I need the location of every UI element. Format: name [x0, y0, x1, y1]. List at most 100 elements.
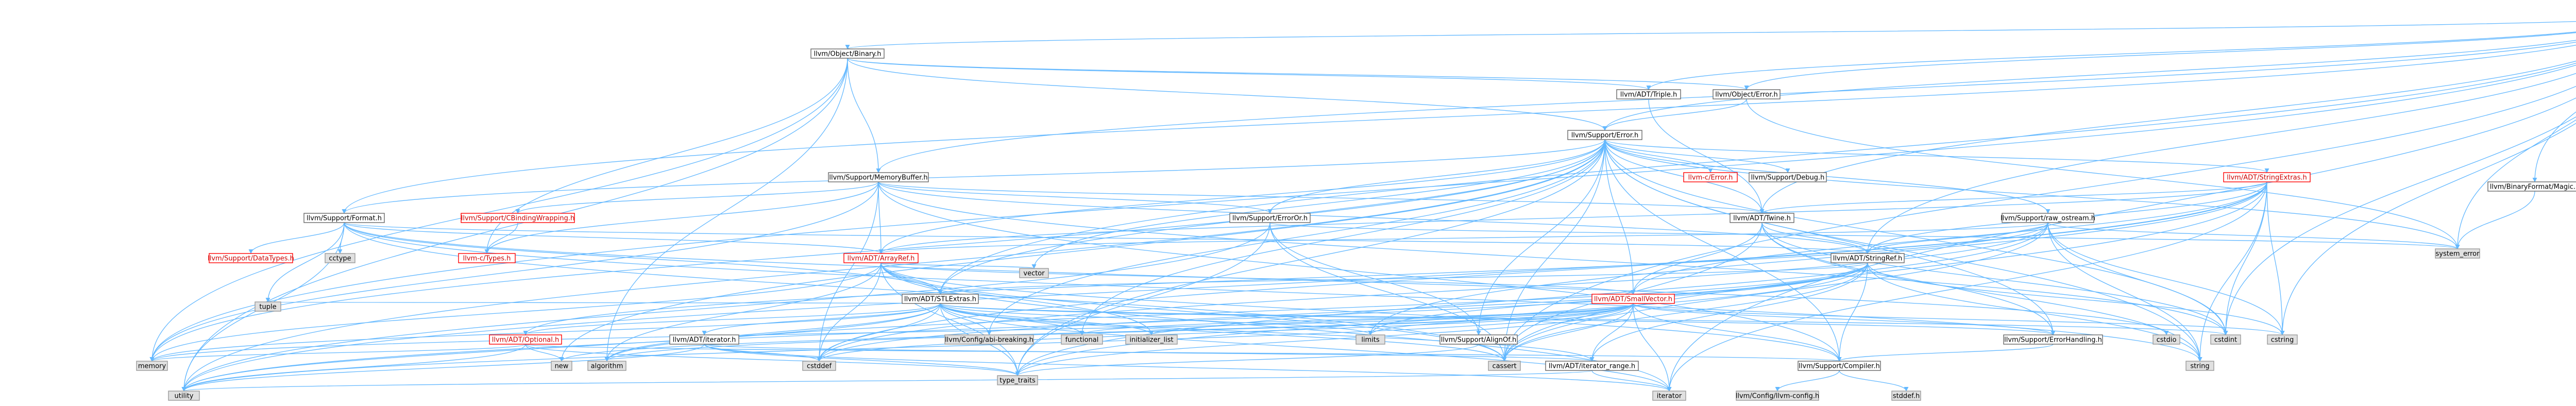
edge-stringextras-to-cstddef — [817, 181, 2267, 362]
edge-optional-to-utility — [181, 344, 526, 392]
edge-binary-to-utility — [181, 58, 848, 392]
node-functional-label: functional — [1065, 336, 1099, 344]
node-triple[interactable]: llvm/ADT/Triple.h — [1616, 89, 1681, 99]
edge-stringextras-to-cstring — [2266, 181, 2285, 335]
edge-smallvector-to-errorhandling — [1633, 303, 2056, 335]
edge-smallvector-to-initlist — [1149, 303, 1634, 335]
edge-format-to-cassert — [344, 222, 1507, 362]
node-rawostream-box — [2002, 213, 2094, 223]
node-iterrange[interactable]: llvm/ADT/iterator_range.h — [1545, 361, 1639, 371]
edge-memorybuffer-to-compiler — [878, 181, 1842, 362]
node-memorybuffer[interactable]: llvm/Support/MemoryBuffer.h — [828, 172, 929, 182]
nodes-layer: include/llvm/Object/SymbolicFile.hcintty… — [136, 48, 2576, 401]
node-cassert-label: cassert — [1492, 363, 1516, 370]
node-objerror[interactable]: llvm/Object/Error.h — [1713, 89, 1781, 99]
edge-error-to-cstdint — [1604, 139, 2228, 335]
edge-error-to-cerror — [1604, 139, 1713, 173]
edge-memorybuffer-to-errorore — [878, 181, 1273, 214]
node-format[interactable]: llvm/Support/Format.h — [303, 213, 385, 223]
edge-smallvector-to-functional — [1079, 303, 1634, 335]
node-optional-label: llvm/ADT/Optional.h — [492, 336, 560, 344]
node-stringextras-label: llvm/ADT/StringExtras.h — [2227, 174, 2307, 182]
edge-binary-to-triple — [847, 58, 1651, 90]
edge-arrayref-to-cstddef — [817, 262, 882, 362]
edge-smallvector-to-iteratorstd — [1633, 303, 1672, 392]
node-cerror-label: llvm-c/Error.h — [1688, 174, 1733, 182]
node-compiler[interactable]: llvm/Support/Compiler.h — [1798, 361, 1881, 371]
node-optional[interactable]: llvm/ADT/Optional.h — [489, 334, 562, 345]
node-binmagic[interactable]: llvm/BinaryFormat/Magic.h — [2487, 181, 2576, 192]
node-smallvector[interactable]: llvm/ADT/SmallVector.h — [1591, 294, 1675, 304]
edge-arrayref-to-compiler — [880, 262, 1842, 362]
node-llvmconfig-box — [1736, 391, 1819, 401]
node-error[interactable]: llvm/Support/Error.h — [1567, 130, 1642, 140]
node-stringref-box — [1831, 253, 1905, 263]
edge-error-to-utility — [181, 139, 1605, 392]
node-debug[interactable]: llvm/Support/Debug.h — [1749, 172, 1827, 182]
node-arrayref[interactable]: llvm/ADT/ArrayRef.h — [843, 253, 919, 263]
edge-format-to-string — [344, 222, 2202, 362]
node-new-box — [551, 361, 572, 371]
node-errorore[interactable]: llvm/Support/ErrorOr.h — [1229, 213, 1311, 223]
edge-smallvector-to-compiler — [1633, 303, 1842, 362]
edge-memorybuffer-to-stringref — [878, 181, 1870, 254]
node-typetraits-label: type_traits — [999, 377, 1036, 385]
edge-stlextras-to-errorhandling — [940, 303, 2055, 335]
node-tuple-box — [255, 301, 281, 312]
edge-rawostream-to-cstddef — [817, 222, 2048, 362]
node-binmagic-box — [2487, 181, 2576, 192]
edge-rawostream-to-typetraits — [1015, 222, 2048, 376]
node-rawostream[interactable]: llvm/Support/raw_ostream.h — [2001, 213, 2095, 223]
edge-compiler-to-llvmconfig — [1775, 370, 1840, 392]
node-systemerror-label: system_error — [2436, 250, 2480, 258]
node-smallvector-box — [1591, 294, 1675, 304]
edge-rawostream-to-systemerror — [2047, 222, 2460, 249]
edge-errorore-to-utility — [181, 222, 1270, 392]
edge-stlextras-to-tuple — [267, 301, 941, 307]
node-binmagic-label: llvm/BinaryFormat/Magic.h — [2490, 183, 2576, 191]
node-cerror[interactable]: llvm-c/Error.h — [1683, 172, 1738, 182]
node-ctypes[interactable]: llvm-c/Types.h — [458, 253, 516, 263]
node-errorhandling[interactable]: llvm/Support/ErrorHandling.h — [2003, 334, 2103, 345]
edge-smallvector-to-cassert — [1502, 303, 1634, 362]
node-cerror-box — [1683, 172, 1738, 182]
edge-error-to-vector — [1031, 139, 1605, 269]
node-algorithm-label: algorithm — [591, 363, 623, 370]
node-iterator[interactable]: llvm/ADT/iterator.h — [669, 334, 739, 345]
node-typetraits: type_traits — [997, 375, 1038, 385]
node-datatypes[interactable]: llvm/Support/DataTypes.h — [208, 253, 294, 263]
node-twine[interactable]: llvm/ADT/Twine.h — [1730, 213, 1794, 223]
edge-stlextras-to-initlist — [940, 303, 1154, 335]
edge-rawostream-to-cstring — [2047, 222, 2285, 335]
edge-stlextras-to-cstdint — [940, 303, 2228, 335]
node-new: new — [551, 361, 572, 371]
edge-arrayref-to-typetraits — [880, 262, 1020, 376]
node-configabi: llvm/Config/abi-breaking.h — [944, 334, 1034, 345]
node-cstddef-box — [802, 361, 836, 371]
edge-root-to-cassert — [1502, 86, 2576, 362]
node-iteratorstd-box — [1652, 391, 1686, 401]
node-vector-box — [1019, 268, 1049, 278]
edge-stringextras-to-arrayref — [878, 181, 2267, 254]
node-stringextras[interactable]: llvm/ADT/StringExtras.h — [2223, 172, 2311, 182]
edge-stringextras-to-string — [2197, 181, 2267, 362]
node-stringref[interactable]: llvm/ADT/StringRef.h — [1831, 253, 1905, 263]
node-debug-label: llvm/Support/Debug.h — [1751, 174, 1825, 182]
edge-stringextras-to-twine — [1759, 181, 2267, 214]
node-stlextras[interactable]: llvm/ADT/STLExtras.h — [902, 294, 979, 304]
node-binary[interactable]: llvm/Object/Binary.h — [810, 48, 885, 59]
edge-format-to-tuple — [265, 222, 345, 302]
edge-stlextras-to-cstddef — [817, 303, 941, 362]
node-memory-label: memory — [138, 363, 166, 370]
edge-memorybuffer-to-twine — [878, 181, 1765, 214]
node-utility-box — [168, 391, 200, 401]
node-cstring: cstring — [2267, 334, 2298, 345]
edge-root-to-format — [342, 44, 2576, 214]
edge-smallvector-to-iterrange — [1589, 303, 1634, 362]
node-compiler-box — [1798, 361, 1881, 371]
node-cstdio-box — [2153, 334, 2180, 345]
node-cctype-label: cctype — [329, 255, 351, 263]
node-typetraits-box — [997, 375, 1038, 385]
node-alignof[interactable]: llvm/Support/AlignOf.h — [1439, 334, 1518, 345]
node-cbinding[interactable]: llvm/Support/CBindingWrapping.h — [461, 213, 575, 223]
